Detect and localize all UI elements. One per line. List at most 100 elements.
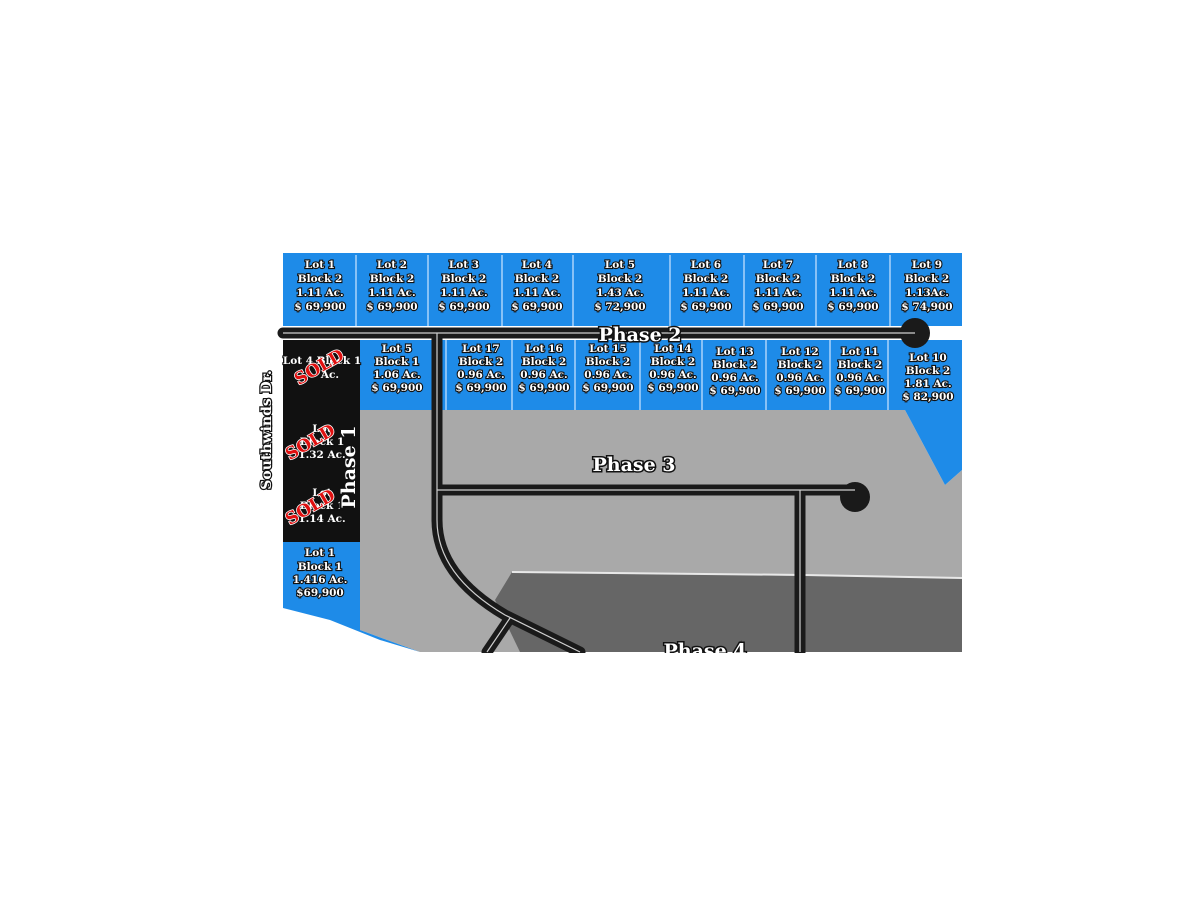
lot-acreage: 1.11 Ac. — [440, 287, 487, 299]
lot-price: $ 69,900 — [366, 301, 417, 313]
lot-acreage: 1.11 Ac. — [513, 287, 560, 299]
sold-lot-2 — [283, 480, 360, 542]
sold-lot-4 — [283, 340, 360, 405]
lot-number: Lot 3 — [449, 259, 479, 271]
lot-price: $ 69,900 — [680, 301, 731, 313]
lot-number: Lot 6 — [691, 259, 721, 271]
phase3-label: Phase 3 — [592, 454, 675, 476]
lot-acreage: 1.13Ac. — [905, 287, 949, 299]
lot-number: Lot 10 — [909, 352, 947, 364]
lot-block: Block 2 — [684, 273, 729, 285]
lot-acreage: 1.11 Ac. — [829, 287, 876, 299]
lot-number: Lot 15 — [589, 343, 627, 355]
available-lot-1-block-1 — [283, 542, 420, 652]
sold-lot-3 — [283, 405, 360, 480]
lot-acreage: 1.14 Ac. — [298, 513, 345, 525]
lot-number: Lot 12 — [781, 346, 819, 358]
lot-acreage: 1.11 Ac. — [682, 287, 729, 299]
phase2-label: Phase 2 — [598, 324, 681, 346]
lot-acreage: 1.43 Ac. — [596, 287, 643, 299]
lot-price: $ 69,900 — [511, 301, 562, 313]
lot-block: Block 2 — [778, 359, 823, 371]
lot-block: Block 2 — [713, 359, 758, 371]
lot-block: Block 2 — [838, 359, 883, 371]
phase1-label: Phase 1 — [338, 425, 360, 508]
lot-number: Lot 9 — [912, 259, 942, 271]
phase4-area — [495, 572, 962, 652]
block2-north-band — [283, 253, 962, 326]
lot-acreage: 1.06 Ac. — [373, 369, 420, 381]
block2-south-band — [360, 340, 962, 485]
lot-number: Lot 7 — [763, 259, 793, 271]
lot-number: Lot 11 — [841, 346, 879, 358]
lot-price: $ 72,900 — [594, 301, 645, 313]
lot-block: Block 2 — [756, 273, 801, 285]
lot-number: Lot 5 — [382, 343, 412, 355]
lot-price: $ 69,900 — [709, 385, 760, 397]
lot-block: Block 2 — [586, 356, 631, 368]
lot-number: Lot 2 — [377, 259, 407, 271]
lot-number: Lot 17 — [462, 343, 500, 355]
southwinds-dr-label: Southwinds Dr. — [259, 370, 275, 489]
lot-acreage: 0.96 Ac. — [711, 372, 758, 384]
lot-number: Lot 13 — [716, 346, 754, 358]
lot-price: $ 82,900 — [902, 391, 953, 403]
lot-acreage: 1.416 Ac. — [293, 574, 348, 586]
lot-block: Block 2 — [905, 273, 950, 285]
lot-block: Block 1 — [298, 561, 343, 573]
north-lot-lines — [355, 255, 891, 326]
cul-de-sac-phase3 — [840, 482, 870, 512]
lot-acreage: 1.11 Ac. — [296, 287, 343, 299]
lot-acreage: 1.11 Ac. — [754, 287, 801, 299]
lot-acreage: Ac. — [320, 369, 339, 381]
south-lot-lines — [445, 340, 889, 410]
lot-number: Lot 8 — [838, 259, 868, 271]
lot-acreage: 1.11 Ac. — [368, 287, 415, 299]
lot-block: Block 2 — [515, 273, 560, 285]
lot-acreage: 0.96 Ac. — [457, 369, 504, 381]
lot-block: Block 2 — [522, 356, 567, 368]
lot-acreage: 0.96 Ac. — [776, 372, 823, 384]
lot-block: Block 2 — [831, 273, 876, 285]
lot-acreage: 0.96 Ac. — [836, 372, 883, 384]
lot-number: Lot 4 Block 1 — [283, 355, 361, 367]
lot-price: $ 69,900 — [455, 382, 506, 394]
lot-acreage: 0.96 Ac. — [584, 369, 631, 381]
lot-block: Block 2 — [370, 273, 415, 285]
lot-price: $ 69,900 — [752, 301, 803, 313]
lot-acreage: 0.96 Ac. — [520, 369, 567, 381]
lot-block: Block 2 — [651, 356, 696, 368]
lot-price: $ 69,900 — [438, 301, 489, 313]
lot-acreage: 0.96 Ac. — [649, 369, 696, 381]
lot-number: Lot 16 — [525, 343, 563, 355]
lot-price: $ 69,900 — [371, 382, 422, 394]
lot-number: Lot 1 — [305, 259, 335, 271]
lot-number: Lot — [312, 423, 331, 435]
lot-price: $ 69,900 — [582, 382, 633, 394]
lot-price: $ 69,900 — [518, 382, 569, 394]
lot-number: Lot — [312, 487, 331, 499]
lot-block: Block 2 — [906, 365, 951, 377]
lot-price: $ 69,900 — [774, 385, 825, 397]
lot-block: Block 2 — [459, 356, 504, 368]
lot-block: Block 2 — [598, 273, 643, 285]
lot-price: $ 69,900 — [647, 382, 698, 394]
lot-price: $ 69,900 — [834, 385, 885, 397]
lot-block: Block 2 — [298, 273, 343, 285]
lot-number: Lot 14 — [654, 343, 692, 355]
lot-price: $ 74,900 — [901, 301, 952, 313]
lot-price: $ 69,900 — [294, 301, 345, 313]
lot-acreage: 1.32 Ac. — [298, 449, 345, 461]
lot-number: Lot 1 — [305, 547, 335, 559]
lot-price: $69,900 — [296, 587, 344, 599]
lot-number: Lot 5 — [605, 259, 635, 271]
north-lot-labels: Lot 1 Block 2 1.11 Ac. $ 69,900 Lot 2 Block 2… — [293, 258, 953, 314]
lot-block: Block 2 — [442, 273, 487, 285]
lot-block: Block 1 — [300, 436, 345, 448]
lot-acreage: 1.81 Ac. — [904, 378, 951, 390]
lot-block: Block 1 — [300, 500, 345, 512]
lot-block: Block 1 — [375, 356, 420, 368]
